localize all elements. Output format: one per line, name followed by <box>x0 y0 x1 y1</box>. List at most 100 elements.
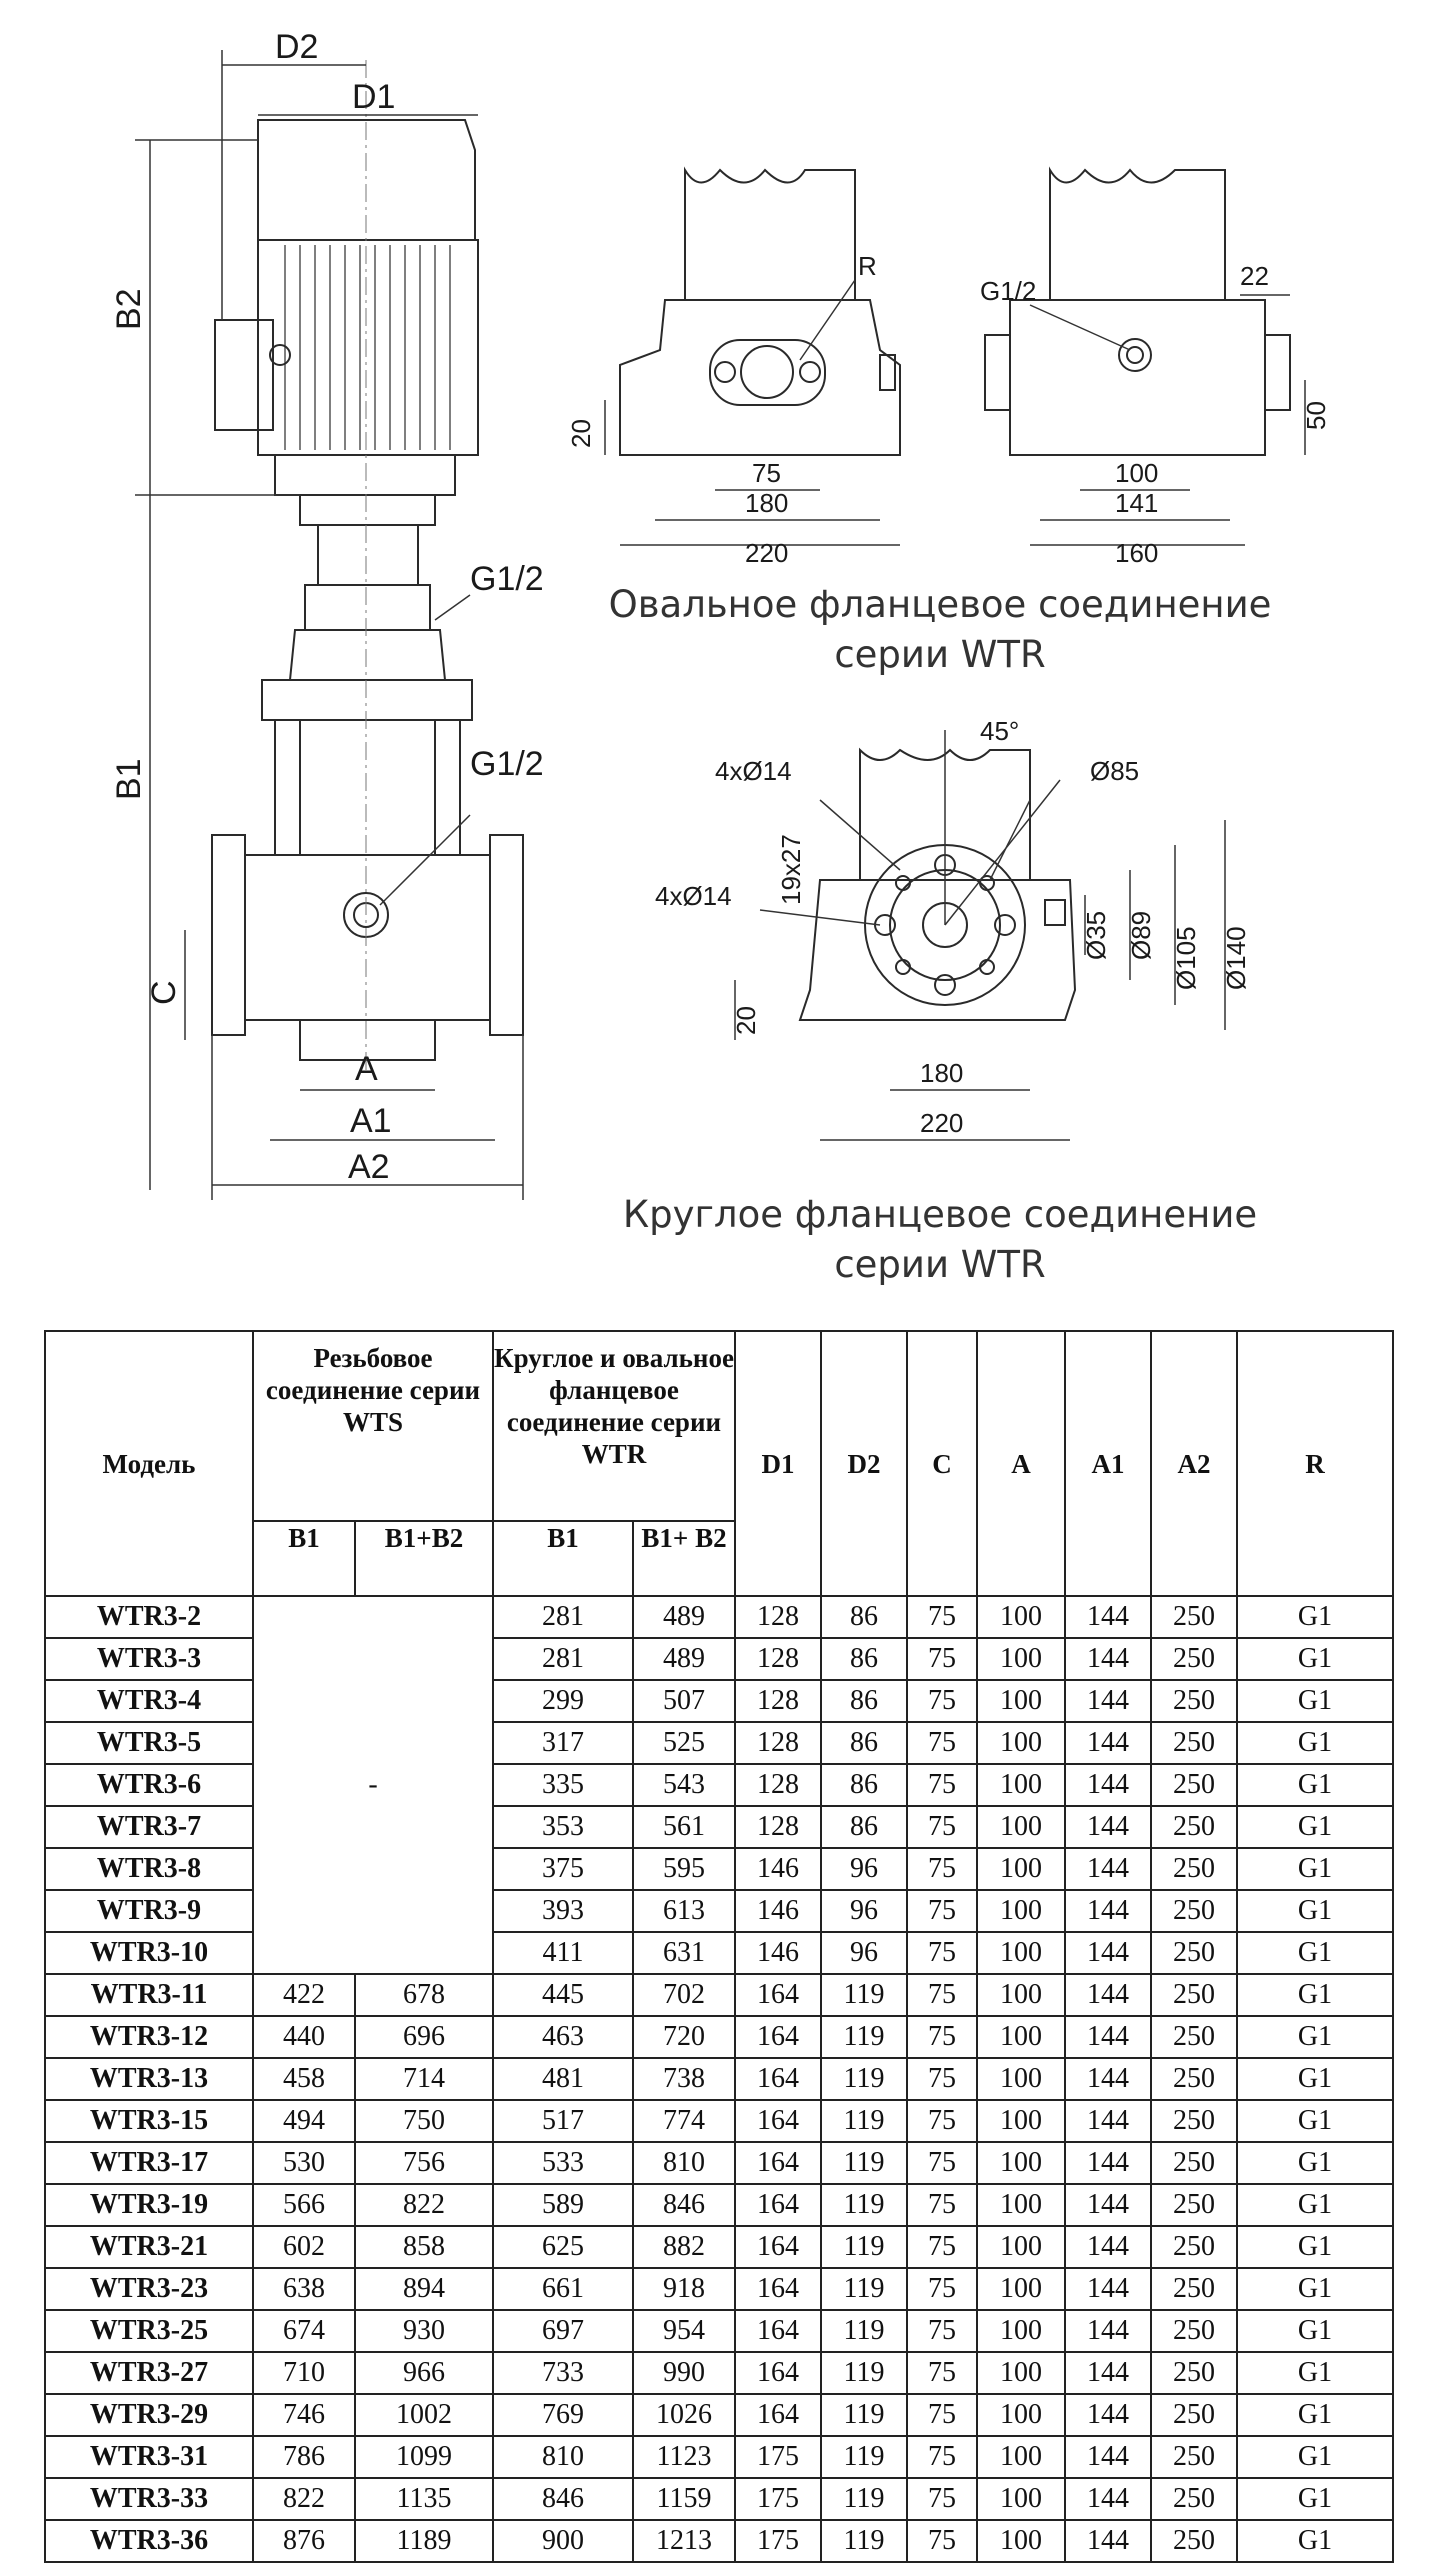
value-cell: G1 <box>1236 2393 1394 2437</box>
value-cell: 128 <box>734 1721 822 1765</box>
value-cell: 119 <box>820 2099 908 2143</box>
value-cell: 75 <box>906 2141 978 2185</box>
value-cell: 463 <box>492 2015 634 2059</box>
value-cell: 86 <box>820 1721 908 1765</box>
dimensions-table: Модель Резьбовое соединение серии WTS Кр… <box>44 1330 1394 2563</box>
value-cell: 458 <box>252 2057 356 2101</box>
caption-round-flange: Круглое фланцевое соединение серии WTR <box>560 1190 1320 1290</box>
value-cell: 281 <box>492 1595 634 1639</box>
model-cell: WTR3-13 <box>44 2057 254 2101</box>
value-cell: 144 <box>1064 1889 1152 1933</box>
value-cell: 144 <box>1064 1847 1152 1891</box>
value-cell: 250 <box>1150 2267 1238 2311</box>
caption-oval-line1: Овальное фланцевое соединение <box>608 583 1272 626</box>
value-cell: 714 <box>354 2057 494 2101</box>
label-c: C <box>145 980 183 1005</box>
value-cell: 75 <box>906 1973 978 2017</box>
model-cell: WTR3-33 <box>44 2477 254 2521</box>
value-cell: 250 <box>1150 1595 1238 1639</box>
value-cell: 75 <box>906 2267 978 2311</box>
value-cell: 733 <box>492 2351 634 2395</box>
value-cell: 678 <box>354 1973 494 2017</box>
model-cell: WTR3-27 <box>44 2351 254 2395</box>
value-cell: 375 <box>492 1847 634 1891</box>
label-g12-mid: G1/2 <box>470 745 544 783</box>
label-20a: 20 <box>566 419 596 448</box>
value-cell: 595 <box>632 1847 736 1891</box>
value-cell: 164 <box>734 2309 822 2353</box>
value-cell: G1 <box>1236 2225 1394 2269</box>
value-cell: 697 <box>492 2309 634 2353</box>
value-cell: 353 <box>492 1805 634 1849</box>
label-g12-right: G1/2 <box>980 276 1036 306</box>
value-cell: 710 <box>252 2351 356 2395</box>
value-cell: 810 <box>632 2141 736 2185</box>
model-cell: WTR3-2 <box>44 1595 254 1639</box>
header-wtr-group: Круглое и овальное фланцевое соединение … <box>492 1330 736 1522</box>
value-cell: 720 <box>632 2015 736 2059</box>
model-cell: WTR3-23 <box>44 2267 254 2311</box>
value-cell: 100 <box>976 1637 1066 1681</box>
value-cell: 144 <box>1064 2057 1152 2101</box>
value-cell: 75 <box>906 1805 978 1849</box>
value-cell: 250 <box>1150 2309 1238 2353</box>
value-cell: 774 <box>632 2099 736 2143</box>
value-cell: 119 <box>820 2267 908 2311</box>
value-cell: 144 <box>1064 2435 1152 2479</box>
value-cell: G1 <box>1236 1889 1394 1933</box>
value-cell: 144 <box>1064 2015 1152 2059</box>
label-19x27: 19x27 <box>776 834 806 905</box>
value-cell: G1 <box>1236 1931 1394 1975</box>
caption-oval-flange: Овальное фланцевое соединение серии WTR <box>560 580 1320 680</box>
value-cell: 1123 <box>632 2435 736 2479</box>
label-100: 100 <box>1115 458 1158 488</box>
value-cell: 954 <box>632 2309 736 2353</box>
value-cell: 100 <box>976 2435 1066 2479</box>
value-cell: 128 <box>734 1805 822 1849</box>
value-cell: G1 <box>1236 1847 1394 1891</box>
value-cell: 846 <box>632 2183 736 2227</box>
value-cell: 144 <box>1064 2351 1152 2395</box>
value-cell: 661 <box>492 2267 634 2311</box>
value-cell: 164 <box>734 2225 822 2269</box>
value-cell: 625 <box>492 2225 634 2269</box>
value-cell: 146 <box>734 1931 822 1975</box>
label-d1: D1 <box>352 78 395 116</box>
value-cell: 894 <box>354 2267 494 2311</box>
value-cell: 250 <box>1150 1805 1238 1849</box>
value-cell: 128 <box>734 1595 822 1639</box>
value-cell: 100 <box>976 1763 1066 1807</box>
value-cell: 128 <box>734 1679 822 1723</box>
header-wts-b1: B1 <box>252 1520 356 1597</box>
value-cell: 1189 <box>354 2519 494 2563</box>
value-cell: 566 <box>252 2183 356 2227</box>
value-cell: G1 <box>1236 2267 1394 2311</box>
value-cell: 250 <box>1150 2435 1238 2479</box>
value-cell: 75 <box>906 1847 978 1891</box>
header-wts-group: Резьбовое соединение серии WTS <box>252 1330 494 1522</box>
model-cell: WTR3-25 <box>44 2309 254 2353</box>
wts-na-cell: - <box>252 1595 494 1975</box>
value-cell: 250 <box>1150 1973 1238 2017</box>
value-cell: 858 <box>354 2225 494 2269</box>
value-cell: 86 <box>820 1595 908 1639</box>
value-cell: 918 <box>632 2267 736 2311</box>
label-180a: 180 <box>745 488 788 518</box>
value-cell: 335 <box>492 1763 634 1807</box>
value-cell: 100 <box>976 1721 1066 1765</box>
model-cell: WTR3-10 <box>44 1931 254 1975</box>
label-a: A <box>355 1050 378 1088</box>
model-cell: WTR3-19 <box>44 2183 254 2227</box>
value-cell: 481 <box>492 2057 634 2101</box>
value-cell: 846 <box>492 2477 634 2521</box>
value-cell: G1 <box>1236 2435 1394 2479</box>
value-cell: 96 <box>820 1931 908 1975</box>
value-cell: 411 <box>492 1931 634 1975</box>
